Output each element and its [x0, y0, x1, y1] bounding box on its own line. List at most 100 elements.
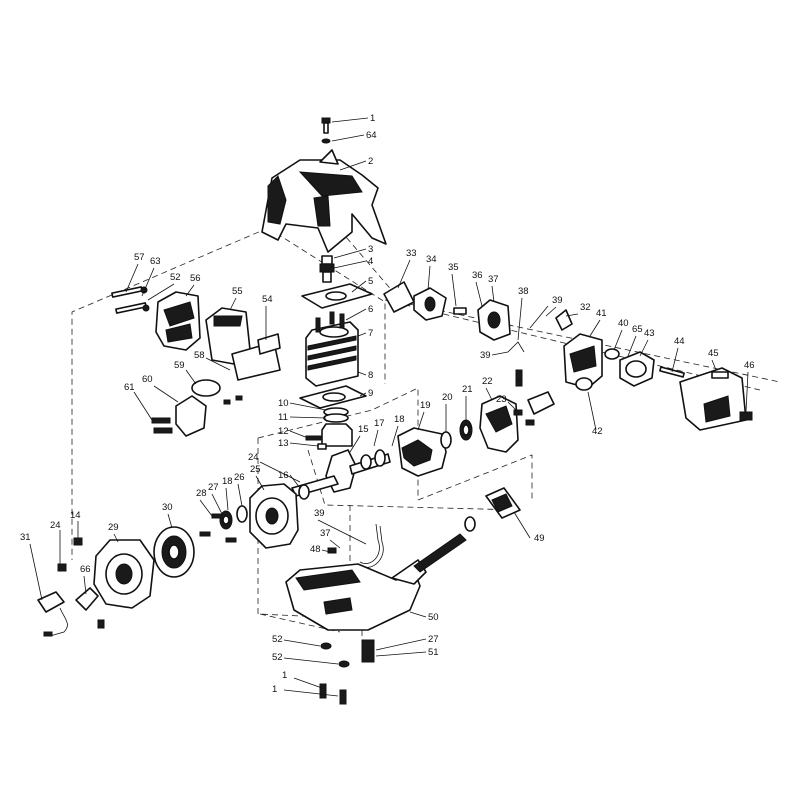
leader-line-59 — [185, 369, 197, 385]
leader-line-28 — [199, 499, 213, 517]
callout-10: 10 — [278, 398, 289, 409]
leader-line-52 — [283, 657, 339, 665]
leader-line-51 — [375, 651, 427, 657]
leader-line-12 — [289, 430, 309, 439]
piston — [305, 407, 353, 450]
leader-line-3 — [333, 248, 367, 259]
callout-65: 65 — [632, 324, 643, 335]
callout-50: 50 — [428, 612, 439, 623]
callout-31: 31 — [20, 532, 31, 543]
callout-2: 2 — [368, 156, 373, 167]
cover-plate — [75, 587, 99, 611]
leader-lines — [29, 117, 749, 697]
air-filter-cover — [679, 367, 747, 431]
leader-line-37 — [491, 285, 495, 303]
top-screw — [321, 117, 331, 144]
throttle-linkage — [507, 305, 573, 387]
callout-27: 27 — [428, 634, 439, 645]
air-box — [563, 333, 603, 389]
leader-line-65 — [627, 335, 637, 357]
leader-line-46 — [745, 371, 749, 413]
spark-plug — [319, 255, 335, 283]
leader-line-1 — [331, 117, 369, 123]
leader-line-25 — [255, 475, 265, 491]
leader-line-60 — [153, 385, 179, 403]
tank-mount — [319, 639, 375, 705]
leader-line-27 — [375, 638, 427, 651]
leader-line-6 — [345, 308, 367, 321]
callout-35: 35 — [448, 262, 459, 273]
leader-line-22 — [485, 387, 493, 401]
leader-line-50 — [409, 611, 427, 618]
leader-line-63 — [141, 267, 155, 297]
leader-line-13 — [289, 442, 319, 447]
callout-63: 63 — [150, 256, 161, 267]
leader-line-9 — [359, 392, 367, 397]
crankcase-right — [397, 427, 447, 477]
callout-42: 42 — [592, 426, 603, 437]
filter-foam — [604, 348, 620, 360]
leader-line-38 — [517, 297, 523, 341]
air-filter-element — [205, 307, 251, 365]
callout-18: 18 — [394, 414, 405, 425]
callout-46: 46 — [744, 360, 755, 371]
fan-housing — [93, 539, 155, 609]
callout-8: 8 — [368, 370, 373, 381]
leader-line-45 — [711, 359, 717, 371]
choke-knob — [575, 377, 593, 391]
carburetor — [453, 299, 511, 341]
leader-line-44 — [671, 347, 679, 373]
fuel-cap-assembly — [413, 487, 521, 573]
callout-4: 4 — [368, 256, 373, 267]
callout-56: 56 — [190, 273, 201, 284]
leader-line-18 — [391, 425, 399, 447]
callout-16: 16 — [278, 470, 289, 481]
callout-40: 40 — [618, 318, 629, 329]
cover-knob — [739, 411, 753, 421]
callout-23: 23 — [496, 394, 507, 405]
callout-33: 33 — [406, 248, 417, 259]
callout-36: 36 — [472, 270, 483, 281]
leader-line-48 — [321, 549, 331, 553]
callout-54: 54 — [262, 294, 273, 305]
callout-41: 41 — [596, 308, 607, 319]
assorted-screws — [199, 395, 535, 554]
coil-module — [151, 395, 207, 437]
callout-44: 44 — [674, 336, 685, 347]
callout-38: 38 — [518, 286, 529, 297]
callout-24: 24 — [248, 452, 259, 463]
leader-line-66 — [83, 575, 87, 595]
callout-29: 29 — [108, 522, 119, 533]
callout-1: 1 — [282, 670, 287, 681]
flywheel — [153, 526, 195, 578]
leader-line-1 — [293, 677, 323, 689]
leader-line-7 — [357, 332, 367, 337]
fuel-line — [359, 523, 384, 568]
callout-11: 11 — [278, 412, 288, 423]
leader-line-4 — [333, 260, 367, 269]
callout-45: 45 — [708, 348, 719, 359]
leader-line-36 — [475, 281, 483, 307]
callout-14: 14 — [70, 510, 81, 521]
leader-line-5 — [351, 280, 367, 293]
fuel-tank — [285, 559, 427, 631]
callout-15: 15 — [358, 424, 369, 435]
callout-24: 24 — [50, 520, 61, 531]
base-gasket — [299, 385, 367, 409]
ignition-coil — [37, 591, 68, 637]
callout-7: 7 — [368, 328, 373, 339]
air-filter-housing — [155, 291, 201, 351]
callout-21: 21 — [462, 384, 473, 395]
callout-12: 12 — [278, 426, 289, 437]
crankshaft — [291, 449, 391, 500]
callout-43: 43 — [644, 328, 655, 339]
callout-39: 39 — [480, 350, 491, 361]
leader-line-1 — [283, 689, 339, 697]
callout-28: 28 — [196, 488, 207, 499]
oil-seal — [211, 505, 248, 530]
leader-line-11 — [289, 416, 327, 419]
leader-line-49 — [513, 511, 531, 539]
callout-18: 18 — [222, 476, 233, 487]
callout-22: 22 — [482, 376, 493, 387]
